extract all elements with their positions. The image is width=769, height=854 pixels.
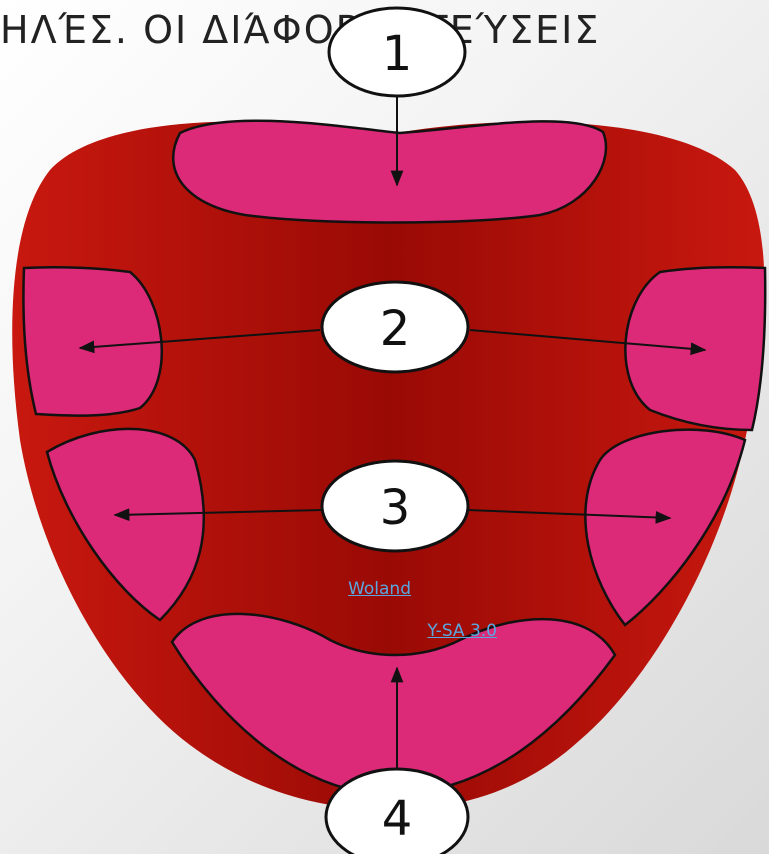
- arrow-zone-2-right: [469, 329, 707, 356]
- taste-zone-1-tip: [171, 119, 608, 224]
- zone-label-4: 4: [382, 791, 413, 847]
- zone-label-1: 1: [382, 26, 413, 82]
- arrow-zone-2-left: [78, 329, 321, 354]
- taste-zone-3-right: [584, 428, 747, 627]
- zone-marker-3: 3: [320, 459, 470, 553]
- taste-zone-4-back: [170, 612, 617, 797]
- taste-zone-3-left: [45, 427, 206, 622]
- credit-license-link[interactable]: Y-SA 3.0: [427, 621, 497, 641]
- zone-marker-4: 4: [324, 767, 470, 854]
- arrow-zone-3-right: [467, 509, 672, 524]
- zone-label-2: 2: [380, 301, 411, 357]
- zone-marker-1: 1: [327, 6, 467, 98]
- taste-zone-2-left: [22, 265, 164, 417]
- zone-label-3: 3: [380, 480, 411, 536]
- arrow-zone-3-left: [113, 508, 323, 522]
- credit-author-link[interactable]: Woland: [348, 579, 411, 599]
- zone-marker-2: 2: [320, 280, 470, 374]
- slide-title: ΗΛΈΣ. ΟΙ ΔΙΆΦΟΡΕΣ ΓΕΎΣΕΙΣ: [0, 8, 601, 52]
